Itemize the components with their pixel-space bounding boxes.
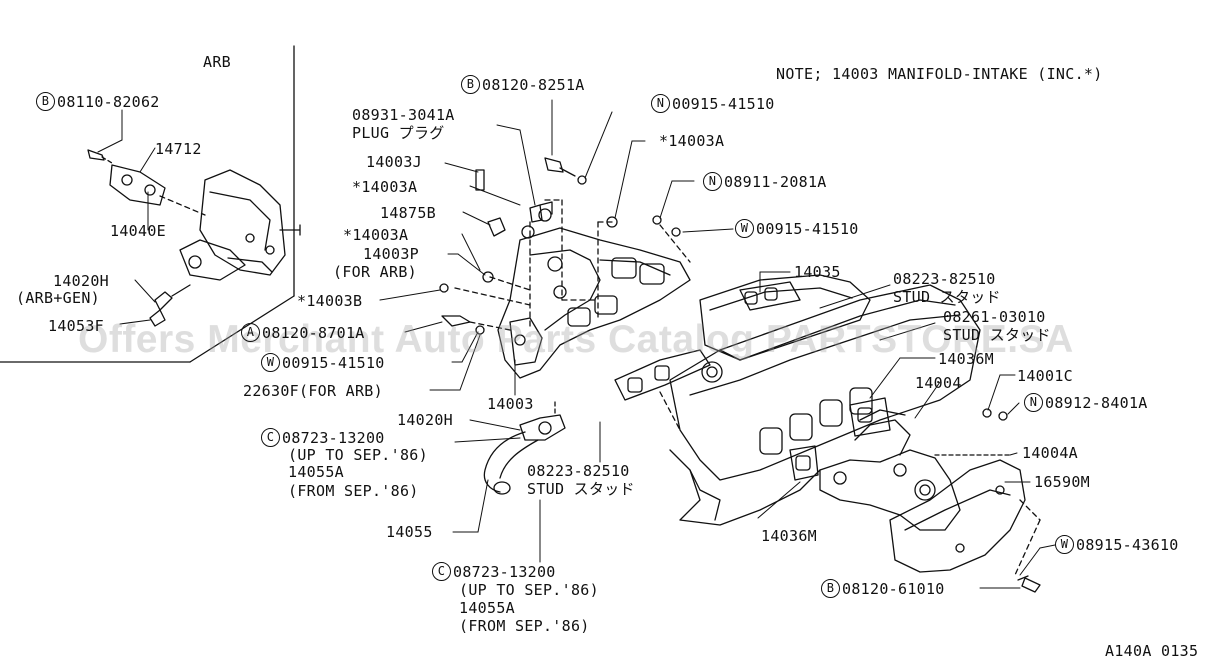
cylinder-head (669, 274, 981, 526)
callout-08261-03010: 08261-03010 (943, 308, 1046, 326)
fasteners (439, 157, 1029, 581)
callout-14036M-2: 14036M (761, 527, 817, 545)
callout-14003J: 14003J (366, 153, 422, 171)
callout-08223-82510-2: 08223-82510 (527, 462, 630, 480)
badge-w: W (735, 219, 754, 238)
leader-lines (97, 99, 1056, 589)
callout-from-sep-86-2: (FROM SEP.'86) (459, 617, 590, 635)
callout-14020H: 14020H (397, 411, 453, 429)
callout-from-sep-86-1: (FROM SEP.'86) (288, 482, 419, 500)
callout-14003B: *14003B (297, 292, 363, 310)
heat-insulator (889, 459, 1041, 593)
badge-b: B (461, 75, 480, 94)
callout-14055A-1: 14055A (288, 463, 344, 481)
callout-stud-2: STUD スタッド (943, 326, 1051, 344)
badge-n: N (703, 172, 722, 191)
callout-14020H-arb: 14020H (53, 272, 109, 290)
callout-08931-3041A: 08931-3041A (352, 106, 455, 124)
callout-plug: PLUG プラグ (352, 124, 445, 142)
badge-n: N (1024, 393, 1043, 412)
callout-14004: 14004 (915, 374, 962, 392)
figure-code: A140A 0135 (1105, 642, 1199, 660)
callout-14001C: 14001C (1017, 367, 1073, 385)
badge-w: W (1055, 535, 1074, 554)
badge-a: A (241, 323, 260, 342)
badge-b: B (36, 92, 55, 111)
watermark: Offers Merchant Auto Parts Catalog PARTS… (78, 318, 1074, 361)
callout-up-to-sep-86-2: (UP TO SEP.'86) (459, 581, 599, 599)
callout-14053F: 14053F (48, 317, 104, 335)
badge-n: N (651, 94, 670, 113)
callout-16590M: 16590M (1034, 473, 1090, 491)
callout-14003P: 14003P (363, 245, 419, 263)
callout-14003: 14003 (487, 395, 534, 413)
callout-14875B: 14875B (380, 204, 436, 222)
callout-for-arb: (FOR ARB) (333, 263, 417, 281)
manifold-gaskets (614, 281, 891, 481)
callout-14003A-1: *14003A (352, 178, 418, 196)
exhaust-manifold (819, 409, 961, 531)
manifold-note: NOTE; 14003 MANIFOLD-INTAKE (INC.*) (776, 65, 1103, 83)
callout-arb-gen: (ARB+GEN) (16, 289, 100, 307)
callout-14036M-1: 14036M (938, 350, 994, 368)
callout-14040E: 14040E (110, 222, 166, 240)
callout-up-to-sep-86-1: (UP TO SEP.'86) (288, 446, 428, 464)
callout-14003A-2: *14003A (343, 226, 409, 244)
badge-c: C (261, 428, 280, 447)
callout-stud-1: STUD スタッド (893, 288, 1001, 306)
arb-inset-title: ARB (203, 53, 231, 71)
callout-14035: 14035 (794, 263, 841, 281)
callout-stud-3: STUD スタッド (527, 480, 635, 498)
badge-c: C (432, 562, 451, 581)
callout-14003A-top: *14003A (659, 132, 725, 150)
badge-w: W (261, 353, 280, 372)
callout-22630F: 22630F(FOR ARB) (243, 382, 383, 400)
callout-14712: 14712 (155, 140, 202, 158)
callout-08223-82510-1: 08223-82510 (893, 270, 996, 288)
badge-b: B (821, 579, 840, 598)
callout-14055: 14055 (386, 523, 433, 541)
callout-14055A-2: 14055A (459, 599, 515, 617)
dashed-guides (454, 199, 691, 431)
callout-14004A: 14004A (1022, 444, 1078, 462)
